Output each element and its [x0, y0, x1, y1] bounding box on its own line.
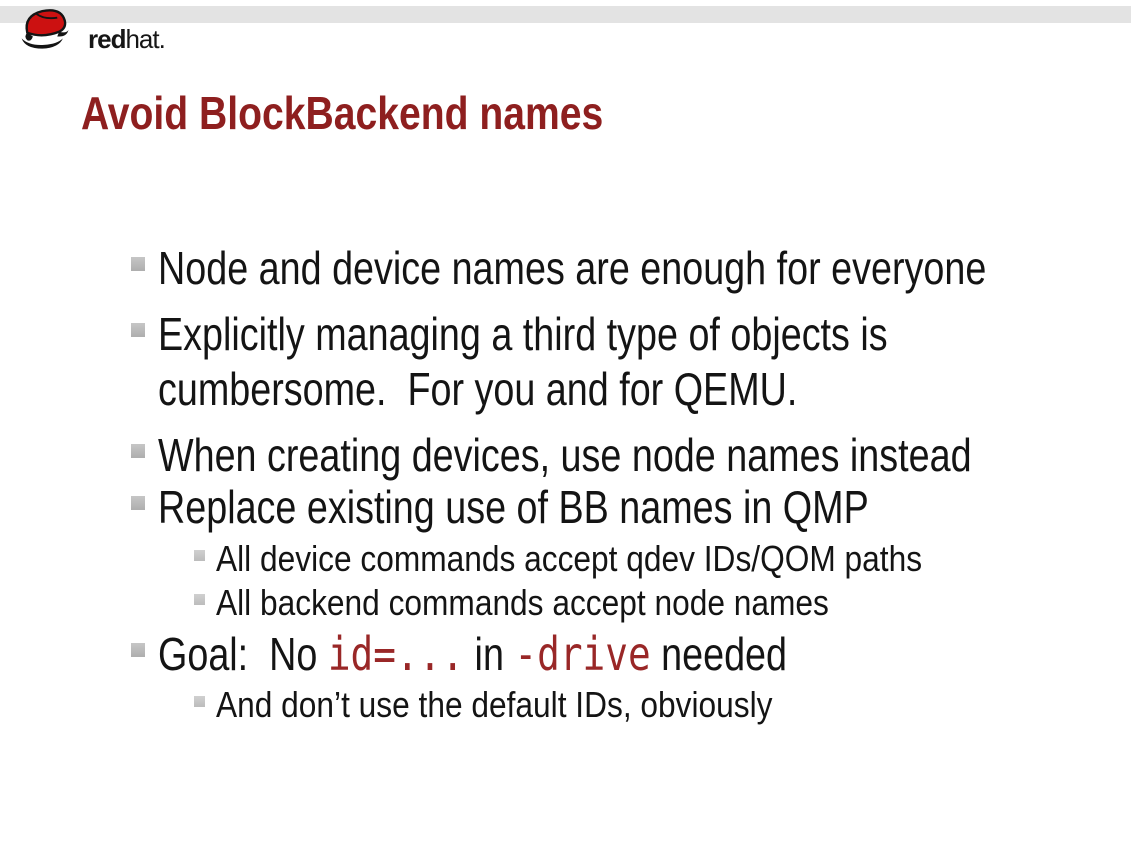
sub-bullet-text: And don’t use the default IDs, obviously: [216, 684, 773, 725]
redhat-logo: redhat.: [16, 2, 236, 55]
wordmark-red: red: [88, 24, 126, 54]
goal-suffix: needed: [650, 628, 788, 680]
bullet-item: When creating devices, use node names in…: [0, 430, 1131, 486]
bullet-square-icon: [131, 323, 145, 337]
sub-bullet-square-icon: [194, 696, 205, 707]
bullet-square-icon: [131, 496, 145, 510]
bullet-text: When creating devices, use node names in…: [158, 429, 972, 481]
bullet-square-icon: [131, 257, 145, 271]
bullet-item: Node and device names are enough for eve…: [0, 243, 1131, 299]
bullet-text-goal: Goal: No id=... in -drive needed: [158, 629, 787, 680]
redhat-hat-icon: [21, 9, 69, 49]
wordmark-hat: hat.: [125, 24, 165, 54]
bullet-item-goal: Goal: No id=... in -drive needed: [0, 629, 1131, 685]
bullet-item-continuation: cumbersome. For you and for QEMU.: [0, 364, 1131, 420]
sub-bullet-item: All backend commands accept node names: [0, 583, 1131, 639]
redhat-wordmark: redhat.: [88, 24, 166, 55]
bullet-text: Replace existing use of BB names in QMP: [158, 481, 869, 533]
bullet-text: Node and device names are enough for eve…: [158, 242, 987, 294]
bullet-item: Explicitly managing a third type of obje…: [0, 309, 1131, 365]
sub-bullet-text: All device commands accept qdev IDs/QOM …: [216, 538, 923, 579]
sub-bullet-text: All backend commands accept node names: [216, 582, 829, 623]
sub-bullet-item: And don’t use the default IDs, obviously: [0, 685, 1131, 741]
code-drive-fragment: -drive: [514, 627, 651, 681]
bullet-text: Explicitly managing a third type of obje…: [158, 308, 888, 360]
slide-title: Avoid BlockBackend names: [81, 87, 604, 139]
sub-bullet-square-icon: [194, 594, 205, 605]
goal-prefix: Goal: No: [158, 628, 328, 680]
sub-bullet-square-icon: [194, 550, 205, 561]
code-id-fragment: id=...: [327, 627, 465, 681]
bullet-square-icon: [131, 444, 145, 458]
bullet-text: cumbersome. For you and for QEMU.: [158, 363, 798, 415]
sub-bullet-item: All device commands accept qdev IDs/QOM …: [0, 539, 1131, 595]
bullet-item: Replace existing use of BB names in QMP: [0, 482, 1131, 538]
bullet-square-icon: [131, 643, 145, 657]
header-band: [0, 6, 1131, 23]
goal-middle: in: [464, 628, 515, 680]
